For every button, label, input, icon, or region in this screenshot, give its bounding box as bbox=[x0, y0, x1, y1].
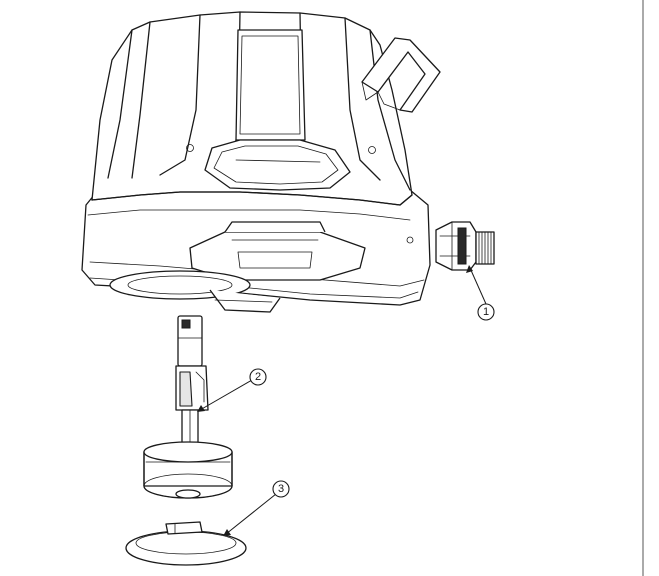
callout-3: 3 bbox=[223, 480, 290, 536]
callout-2-label: 2 bbox=[255, 371, 261, 383]
callout-3-label: 3 bbox=[278, 483, 284, 495]
callout-1: 1 bbox=[466, 265, 495, 321]
threaded-fitting bbox=[435, 221, 495, 271]
callout-1-label: 1 bbox=[483, 306, 489, 318]
retaining-ring bbox=[125, 521, 247, 566]
handle-bracket bbox=[361, 37, 441, 113]
callout-2: 2 bbox=[197, 368, 267, 412]
housing bbox=[81, 11, 431, 313]
plunger-shaft bbox=[143, 315, 233, 499]
